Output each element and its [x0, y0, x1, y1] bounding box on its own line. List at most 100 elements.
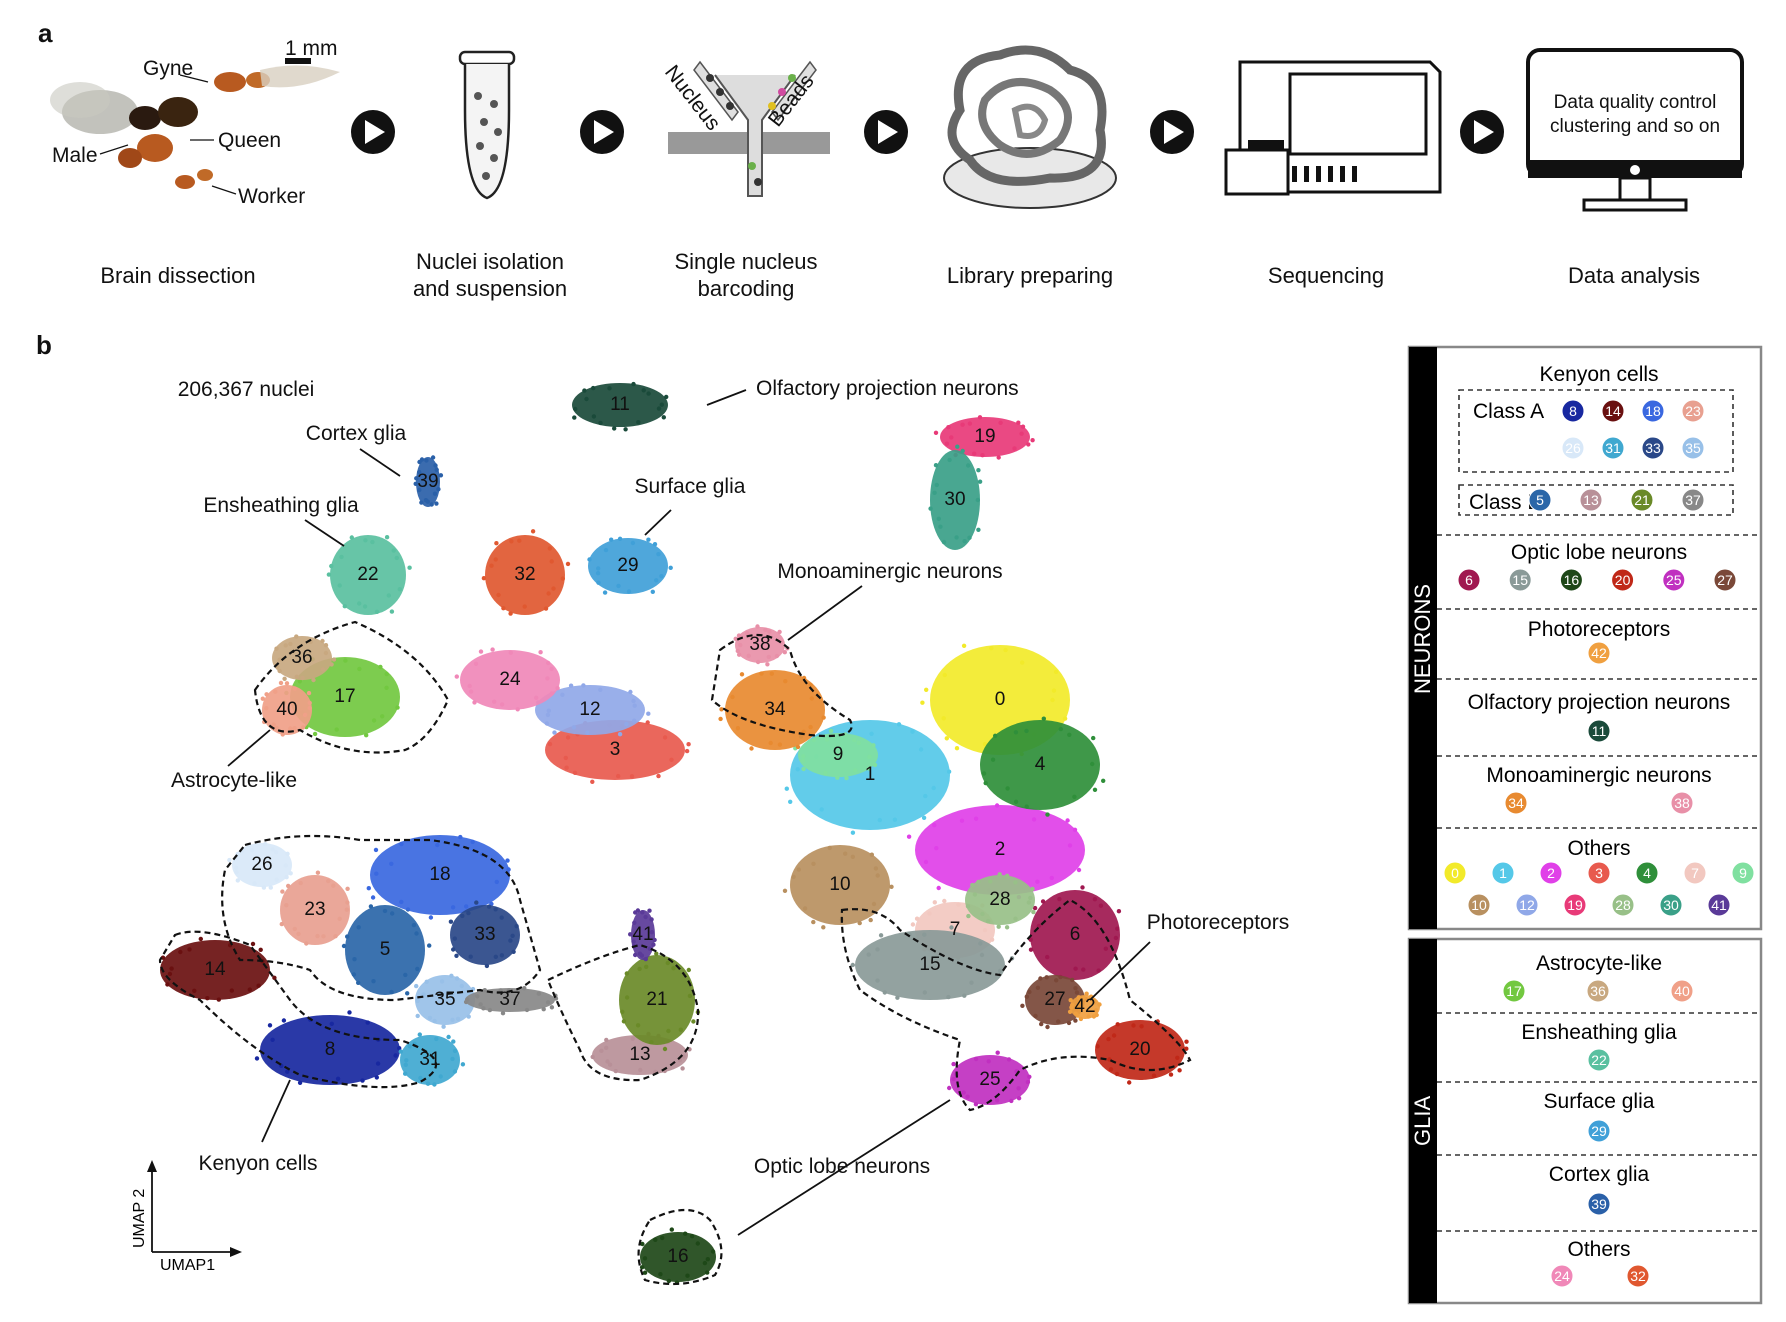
cluster-blob-28: [965, 872, 1036, 930]
legend-title-olfactory: Olfactory projection neurons: [1468, 691, 1731, 714]
legend-dot-label: 12: [1519, 897, 1535, 913]
cluster-label-0: 0: [995, 689, 1006, 710]
cluster-label-1: 1: [865, 764, 876, 785]
legend-dot-label: 2: [1547, 865, 1555, 881]
legend-title-glia-others: Others: [1567, 1238, 1630, 1261]
cluster-blob-34: [718, 670, 826, 751]
legend-dot-8: 8: [1561, 399, 1585, 423]
step-label-library: Library preparing: [946, 263, 1114, 288]
legend-dot-label: 23: [1685, 403, 1701, 419]
cluster-label-33: 33: [474, 924, 495, 945]
cluster-label-29: 29: [617, 555, 638, 576]
cluster-label-30: 30: [944, 489, 965, 510]
legend-dot-16: 16: [1559, 568, 1583, 592]
legend-dot-9: 9: [1731, 861, 1755, 885]
legend-dot-29: 29: [1587, 1119, 1611, 1143]
legend-dot-23: 23: [1681, 399, 1705, 423]
legend-dot-36: 36: [1586, 979, 1610, 1003]
ant-label-gyne: Gyne: [143, 57, 193, 80]
cluster-blob-4: [980, 716, 1106, 817]
legend-dot-34: 34: [1504, 791, 1528, 815]
cluster-blob-14: [160, 936, 277, 1002]
legend-title-surface: Surface glia: [1544, 1090, 1655, 1113]
cluster-label-27: 27: [1044, 989, 1065, 1010]
cluster-label-5: 5: [380, 939, 391, 960]
cluster-label-22: 22: [357, 564, 378, 585]
legend-title-monoaminergic: Monoaminergic neurons: [1486, 764, 1711, 787]
legend-dot-6: 6: [1457, 568, 1481, 592]
legend-dot-label: 18: [1645, 403, 1661, 419]
legend-dot-7: 7: [1683, 861, 1707, 885]
legend-dot-label: 27: [1717, 572, 1733, 588]
legend-dot-label: 20: [1615, 572, 1631, 588]
monitor-icon: [1526, 48, 1744, 212]
legend-dot-label: 33: [1645, 440, 1661, 456]
play-arrow-icon: [351, 110, 395, 154]
cluster-blob-19: [933, 415, 1035, 460]
cluster-label-18: 18: [429, 864, 450, 885]
play-arrow-icon: [580, 110, 624, 154]
step-label-dissection: Brain dissection: [100, 263, 256, 288]
legend-dot-3: 3: [1587, 861, 1611, 885]
cluster-label-4: 4: [1035, 754, 1046, 775]
legend-dot-label: 29: [1591, 1123, 1607, 1139]
cluster-label-14: 14: [204, 959, 226, 980]
nuclei-count: 206,367 nuclei: [178, 378, 315, 401]
legend-dot-17: 17: [1502, 979, 1526, 1003]
cluster-label-17: 17: [334, 686, 355, 707]
cluster-label-19: 19: [974, 426, 995, 447]
legend-dot-24: 24: [1550, 1264, 1574, 1288]
cluster-label-20: 20: [1129, 1039, 1150, 1060]
legend-dot-label: 28: [1615, 897, 1631, 913]
legend-dot-19: 19: [1563, 893, 1587, 917]
panel-a-workflow: Gyne Queen Male Worker 1 mm Nucleus: [50, 37, 1744, 212]
legend-dot-40: 40: [1670, 979, 1694, 1003]
cluster-label-38: 38: [749, 634, 770, 655]
legend-dot-21: 21: [1630, 488, 1654, 512]
cluster-blob-5: [341, 904, 432, 996]
cluster-blob-2: [906, 803, 1085, 900]
cluster-blob-21: [619, 951, 701, 1052]
legend-title-cortex: Cortex glia: [1549, 1163, 1650, 1186]
cluster-label-12: 12: [579, 699, 600, 720]
cluster-label-34: 34: [764, 699, 786, 720]
legend-dot-37: 37: [1681, 488, 1705, 512]
umap-clusters: [160, 381, 1189, 1285]
legend-dot-31: 31: [1601, 436, 1625, 460]
legend-dot-label: 15: [1512, 572, 1528, 588]
cluster-blob-41: [628, 908, 657, 962]
ant-label-worker: Worker: [238, 185, 305, 208]
legend-title-ensheathing: Ensheathing glia: [1521, 1021, 1677, 1044]
legend-dot-label: 39: [1591, 1196, 1607, 1212]
play-arrow-icon: [1460, 110, 1504, 154]
legend-dot-label: 30: [1663, 897, 1679, 913]
cluster-label-9: 9: [833, 744, 844, 765]
cluster-blob-3: [545, 720, 691, 784]
cluster-blob-20: [1095, 1019, 1189, 1085]
play-arrow-icon: [864, 110, 908, 154]
cluster-label-40: 40: [276, 699, 297, 720]
cluster-blob-37: [463, 986, 559, 1016]
legend-dot-label: 32: [1630, 1268, 1646, 1284]
cluster-label-15: 15: [919, 954, 940, 975]
umap-axes: UMAP 2 UMAP1: [131, 1160, 242, 1274]
cluster-label-23: 23: [304, 899, 325, 920]
legend-dot-14: 14: [1601, 399, 1625, 423]
cluster-outlines: [158, 620, 1192, 1286]
cluster-blob-39: [413, 455, 444, 507]
cluster-blob-11: [572, 381, 669, 432]
callout-optic-lobe: Optic lobe neurons: [754, 1155, 930, 1178]
cluster-blob-8: [254, 1010, 402, 1086]
legend-dot-26: 26: [1561, 436, 1585, 460]
callout-photoreceptors: Photoreceptors: [1147, 911, 1289, 934]
sequencer-icon: [1224, 60, 1442, 196]
legend-dot-label: 26: [1565, 440, 1581, 456]
panel-b-letter: b: [36, 330, 52, 360]
cluster-blob-25: [947, 1050, 1032, 1107]
legend-dot-label: 7: [1691, 865, 1699, 881]
ants-illustration: [50, 58, 340, 195]
legend-panel: NEURONS GLIA Kenyon cells Class A Class …: [1407, 345, 1763, 1305]
legend-dot-label: 16: [1564, 572, 1580, 588]
cluster-label-36: 36: [291, 647, 312, 668]
legend-dot-35: 35: [1681, 436, 1705, 460]
